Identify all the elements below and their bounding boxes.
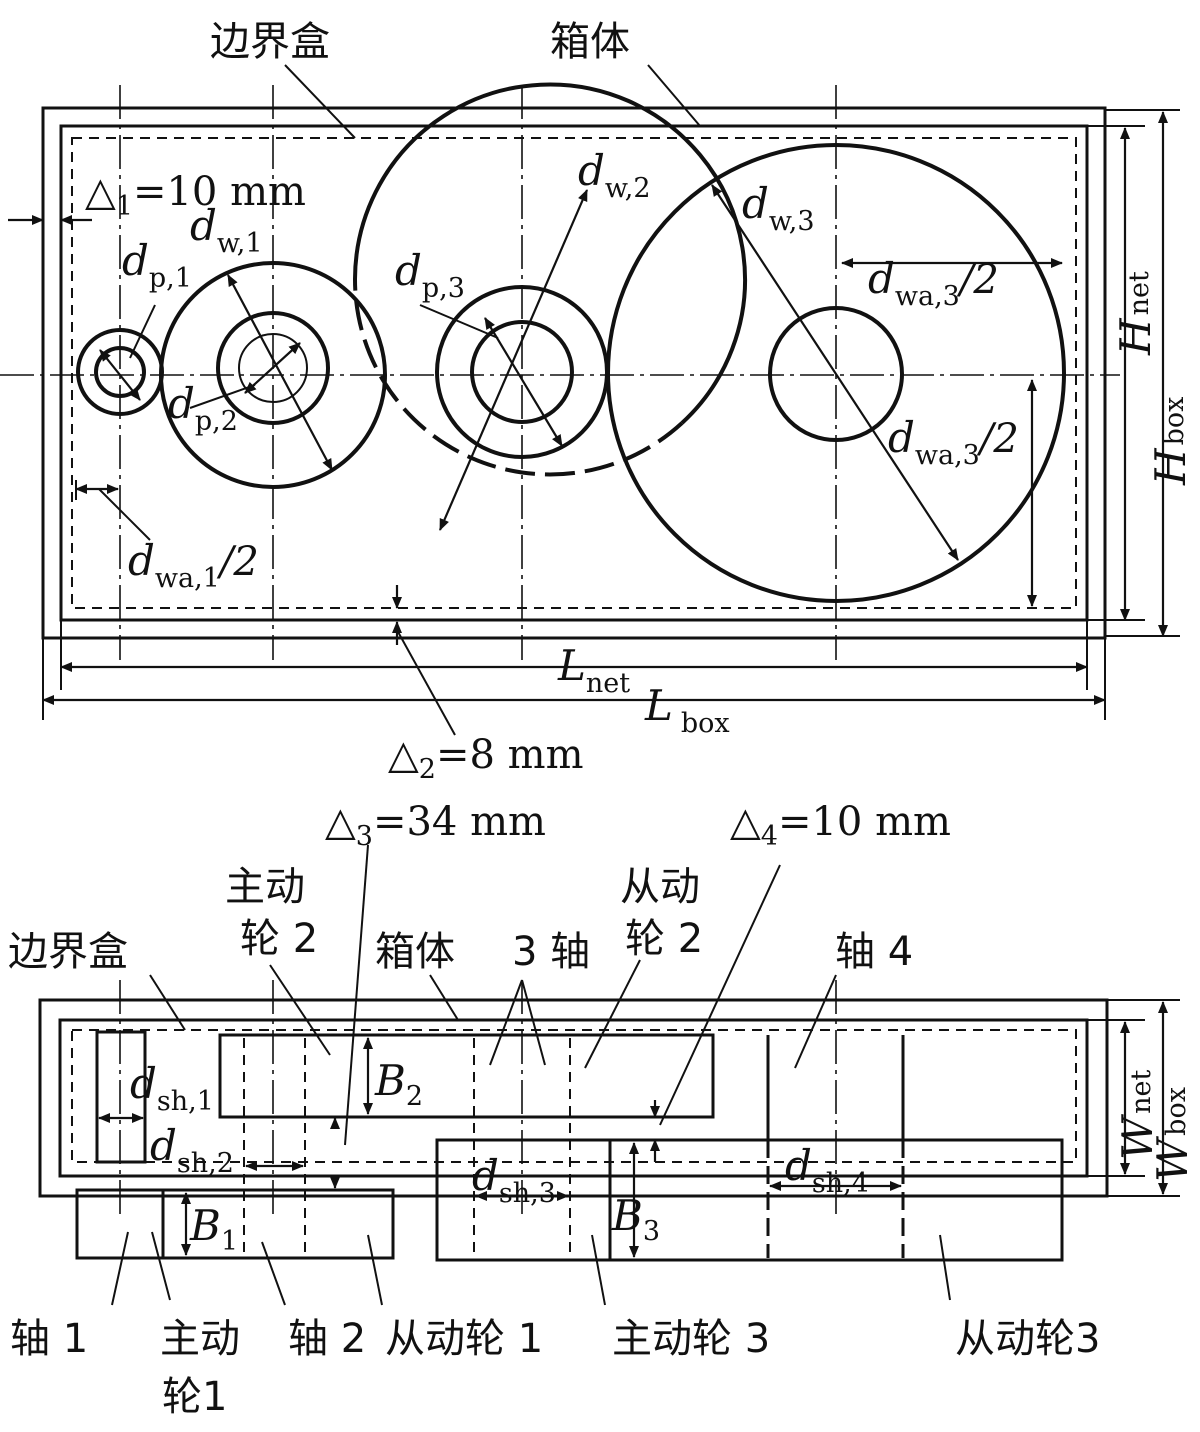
shaft-1 (95, 1030, 147, 1164)
label-dsh4: dsh,4 (785, 1141, 869, 1199)
arrow-dw1 (227, 274, 333, 471)
label-driven-wheel-1: 从动轮 1 (385, 1316, 543, 1362)
label-W-box: Wbox (1148, 1087, 1197, 1182)
leader-shaft-1 (111, 1231, 129, 1306)
leader-shaft-4 (794, 974, 837, 1069)
label-shaft-3: 3 轴 (512, 929, 590, 975)
label-driving-wheel-1-line2: 轮1 (162, 1374, 227, 1420)
label-B3: B3 (611, 1191, 660, 1247)
label-driving-wheel-1-line1: 主动 (160, 1316, 240, 1362)
arrow-dw2 (438, 189, 589, 531)
gear-driven-1-outer (159, 261, 387, 489)
leader-side-boundary-box (149, 974, 186, 1031)
housing-outer (41, 106, 1107, 640)
label-delta3: △3=34 mm (325, 799, 546, 852)
leader-dp2 (189, 384, 256, 409)
leader-dwa1 (98, 488, 151, 541)
label-L-net: Lnet (557, 641, 630, 699)
label-B2: B2 (374, 1056, 423, 1112)
housing-inner (59, 124, 1089, 622)
leader-dp3 (419, 304, 499, 339)
label-driving-wheel-3: 主动轮 3 (612, 1316, 770, 1362)
label-dsh2: dsh,2 (150, 1121, 234, 1179)
label-dsh1: dsh,1 (130, 1059, 214, 1117)
label-B1: B1 (189, 1201, 238, 1257)
leader-driven-wheel-3 (939, 1234, 951, 1301)
gear-driven-3-outer (606, 143, 1066, 603)
label-driven-wheel-2-line2: 轮 2 (625, 916, 703, 962)
side-label-boundary-box: 边界盒 (8, 929, 128, 975)
label-dw1: dw,1 (190, 201, 263, 259)
gear-driven-2-dashed-arc (352, 278, 684, 477)
leader-delta2 (396, 629, 456, 736)
label-H-net: Hnet (1111, 271, 1160, 356)
leader-driving-wheel-2 (269, 964, 331, 1056)
label-H-box: Hbox (1146, 397, 1195, 486)
leader-driven-wheel-1 (367, 1234, 383, 1306)
leader-side-housing (429, 974, 459, 1021)
label-delta2: △2=8 mm (388, 732, 584, 785)
side-boundary-box (71, 1029, 1077, 1163)
label-dw3: dw,3 (742, 179, 815, 237)
label-dwa1: dwa,1/2 (128, 536, 259, 594)
boundary-box (71, 137, 1077, 609)
label-delta4: △4=10 mm (730, 799, 951, 852)
leader-driving-wheel-3 (591, 1234, 606, 1306)
top-label-housing: 箱体 (550, 19, 630, 65)
label-delta1: △1=10 mm (85, 169, 306, 222)
label-driving-wheel-2-line1: 主动 (225, 864, 305, 910)
label-shaft-4: 轴 4 (835, 929, 913, 975)
driven-wheel-1 (161, 1188, 395, 1260)
leader-delta3 (344, 844, 369, 1146)
arrow-dw3 (711, 184, 959, 561)
side-view (38, 844, 1180, 1306)
top-label-boundary-box: 边界盒 (210, 19, 330, 65)
label-dw2: dw,2 (578, 146, 651, 204)
side-label-housing: 箱体 (375, 929, 455, 975)
top-view (0, 64, 1180, 736)
label-dp2: dp,2 (168, 379, 238, 437)
leader-driven-wheel-2 (584, 959, 641, 1069)
leader-housing (647, 64, 701, 127)
label-shaft-1: 轴 1 (10, 1316, 88, 1362)
label-dwa3-right: dwa,3/2 (888, 413, 1019, 471)
label-driving-wheel-2-line2: 轮 2 (240, 916, 318, 962)
side-housing-inner (58, 1018, 1089, 1178)
leader-delta4 (659, 864, 781, 1126)
leader-boundary-box (284, 64, 356, 139)
label-W-net: Wnet (1113, 1069, 1162, 1160)
side-housing-outer (38, 998, 1109, 1198)
leader-shaft-3-a (489, 979, 523, 1066)
label-dwa3-top: dwa,3/2 (868, 254, 999, 312)
label-dsh3: dsh,3 (472, 1151, 556, 1209)
label-dp1: dp,1 (122, 236, 192, 294)
arrow-dp1 (99, 349, 141, 401)
leader-shaft-3-b (521, 979, 546, 1066)
label-driven-wheel-2-line1: 从动 (620, 864, 700, 910)
label-shaft-2: 轴 2 (288, 1316, 366, 1362)
leader-dp1 (129, 304, 156, 359)
leader-shaft-2 (261, 1241, 286, 1306)
driving-wheel-2 (218, 1033, 715, 1119)
leader-driving-wheel-1 (151, 1231, 171, 1301)
label-driven-wheel-3: 从动轮3 (955, 1316, 1100, 1362)
label-dp3: dp,3 (395, 246, 465, 304)
